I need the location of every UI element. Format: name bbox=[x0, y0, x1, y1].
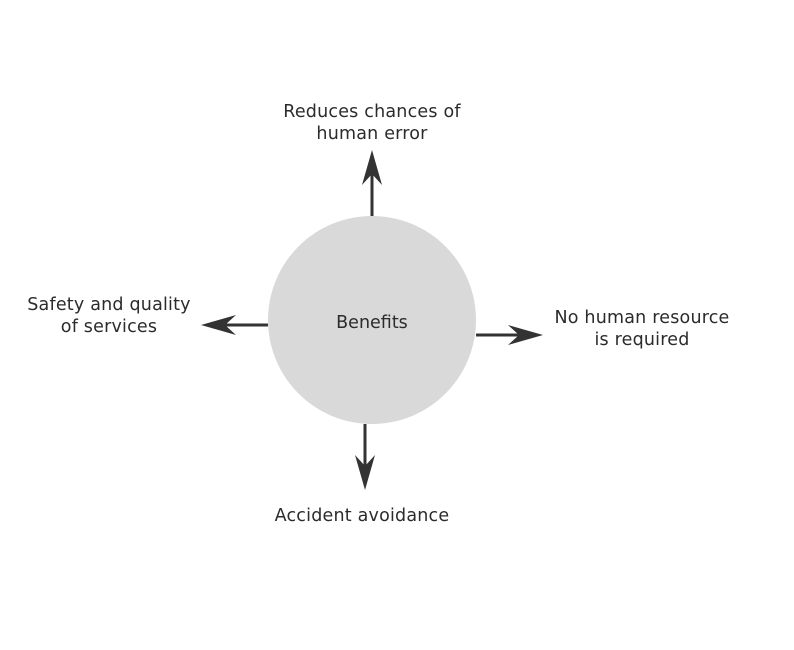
benefit-label-left: Safety and quality of services bbox=[4, 294, 214, 338]
arrow-down bbox=[355, 424, 375, 490]
center-circle bbox=[268, 216, 476, 424]
benefit-label-right-line-1: No human resource bbox=[554, 308, 730, 328]
arrow-up-head bbox=[362, 150, 382, 185]
arrow-left-head bbox=[201, 315, 236, 335]
benefit-label-bottom: Accident avoidance bbox=[252, 505, 472, 527]
benefit-label-bottom-line-1: Accident avoidance bbox=[274, 506, 450, 526]
arrow-left bbox=[201, 315, 268, 335]
benefit-label-left-line-1: Safety and quality bbox=[27, 295, 191, 315]
benefit-label-right-line-2: is required bbox=[594, 330, 690, 350]
arrow-up bbox=[362, 150, 382, 216]
benefit-label-top: Reduces chances of human error bbox=[262, 101, 482, 145]
benefit-label-left-line-2: of services bbox=[60, 317, 158, 337]
arrow-right bbox=[476, 325, 543, 345]
benefit-label-top-line-2: human error bbox=[316, 124, 428, 144]
center-label: Benefits bbox=[336, 313, 408, 333]
arrow-right-head bbox=[508, 325, 543, 345]
benefit-label-right: No human resource is required bbox=[532, 307, 752, 351]
benefit-label-top-line-1: Reduces chances of bbox=[283, 102, 461, 122]
arrow-down-head bbox=[355, 455, 375, 490]
